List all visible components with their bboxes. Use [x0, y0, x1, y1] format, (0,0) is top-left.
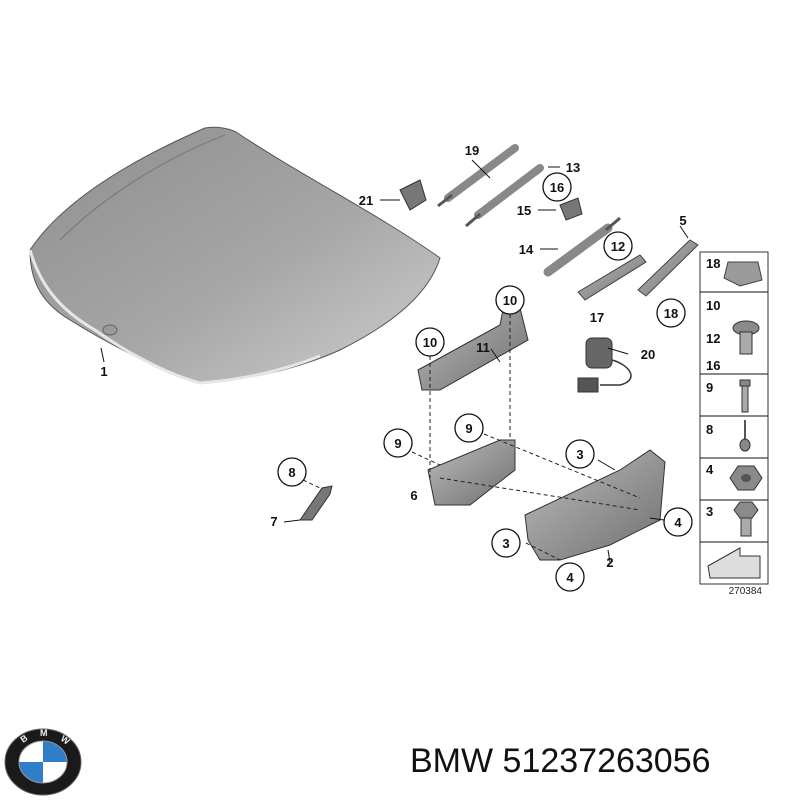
- gas-strut-13: [465, 164, 544, 228]
- svg-text:4: 4: [566, 570, 574, 585]
- side-row-9: 9: [706, 379, 751, 413]
- gas-strut-14: [543, 216, 621, 277]
- drawing-number: 270384: [729, 586, 763, 597]
- svg-text:10: 10: [503, 293, 517, 308]
- side-row-arrow: [707, 547, 761, 579]
- callout-9-left: 9: [383, 428, 413, 458]
- side-parts-panel: 18 10 12 16 9 8: [699, 251, 769, 585]
- svg-text:1: 1: [100, 364, 107, 379]
- switch-20: [577, 337, 632, 393]
- clip-nut-icon: [723, 261, 763, 287]
- hood-part: [28, 126, 441, 385]
- callout-5: 5: [679, 213, 686, 228]
- svg-text:12: 12: [611, 239, 625, 254]
- side-row-4: 4: [706, 462, 763, 491]
- callout-6: 6: [410, 488, 417, 503]
- svg-text:4: 4: [706, 462, 714, 477]
- callout-21: 21: [359, 193, 373, 208]
- svg-text:9: 9: [465, 421, 472, 436]
- leader-lines: [100, 159, 689, 563]
- svg-text:16: 16: [550, 180, 564, 195]
- hinge-arm-5: [637, 239, 699, 297]
- svg-text:12: 12: [706, 331, 720, 346]
- callout-4-right: 4: [663, 507, 693, 537]
- svg-text:14: 14: [519, 242, 534, 257]
- svg-text:M: M: [40, 728, 48, 738]
- svg-text:270384: 270384: [729, 586, 763, 597]
- bmw-logo-icon: B M W: [4, 728, 82, 796]
- svg-text:21: 21: [359, 193, 373, 208]
- callout-8: 8: [277, 457, 307, 487]
- svg-text:20: 20: [641, 347, 655, 362]
- svg-text:B: B: [18, 732, 29, 744]
- callout-12: 12: [603, 231, 633, 261]
- svg-text:11: 11: [476, 340, 490, 355]
- svg-text:4: 4: [674, 515, 682, 530]
- callout-2: 2: [606, 555, 613, 570]
- svg-text:17: 17: [590, 310, 604, 325]
- callout-18: 18: [656, 298, 686, 328]
- callout-10-left: 10: [415, 327, 445, 357]
- svg-text:15: 15: [517, 203, 531, 218]
- callout-19: 19: [465, 143, 479, 158]
- callout-10-top: 10: [495, 285, 525, 315]
- callout-3-left: 3: [491, 528, 521, 558]
- latch-6: [427, 439, 516, 506]
- svg-text:3: 3: [706, 504, 713, 519]
- bracket-21: [399, 179, 427, 211]
- callout-4-bottom: 4: [555, 562, 585, 592]
- hex-bolt-collar-icon: [732, 320, 760, 355]
- svg-text:6: 6: [410, 488, 417, 503]
- svg-text:8: 8: [706, 422, 713, 437]
- footer-part-number: BMW 51237263056: [410, 742, 711, 780]
- svg-text:5: 5: [679, 213, 686, 228]
- bracket-11: [417, 299, 529, 391]
- callout-16: 16: [542, 172, 572, 202]
- svg-text:9: 9: [394, 436, 401, 451]
- bracket-15: [559, 197, 583, 221]
- callout-13: 13: [566, 160, 580, 175]
- gas-strut-19: [437, 144, 519, 208]
- side-row-8: 8: [706, 420, 751, 452]
- svg-text:3: 3: [502, 536, 509, 551]
- side-row-18: 18: [706, 256, 763, 287]
- callout-11: 11: [476, 340, 490, 355]
- svg-text:18: 18: [706, 256, 720, 271]
- callout-15: 15: [517, 203, 531, 218]
- callout-9-mid: 9: [454, 413, 484, 443]
- screw-icon: [739, 379, 751, 413]
- callout-17: 17: [590, 310, 604, 325]
- svg-text:2: 2: [606, 555, 613, 570]
- lock-carrier-2: [524, 449, 666, 561]
- svg-text:7: 7: [270, 514, 277, 529]
- svg-text:10: 10: [706, 298, 720, 313]
- callout-3-right: 3: [565, 439, 595, 469]
- hook-7: [299, 485, 333, 521]
- hex-bolt-icon: [733, 501, 759, 537]
- side-row-10-12-16: 10 12 16: [706, 298, 760, 373]
- svg-text:16: 16: [706, 358, 720, 373]
- side-row-3: 3: [706, 501, 759, 537]
- svg-text:18: 18: [664, 306, 678, 321]
- callout-1: 1: [100, 364, 107, 379]
- svg-text:8: 8: [288, 465, 295, 480]
- svg-text:9: 9: [706, 380, 713, 395]
- pin-icon: [739, 420, 751, 452]
- svg-text:3: 3: [576, 447, 583, 462]
- callout-20: 20: [641, 347, 655, 362]
- svg-text:19: 19: [465, 143, 479, 158]
- callout-14: 14: [519, 242, 534, 257]
- callout-7: 7: [270, 514, 277, 529]
- svg-text:13: 13: [566, 160, 580, 175]
- svg-text:10: 10: [423, 335, 437, 350]
- arrow-icon: [707, 547, 761, 579]
- hinge-arm-17: [577, 254, 647, 301]
- hex-nut-icon: [729, 465, 763, 491]
